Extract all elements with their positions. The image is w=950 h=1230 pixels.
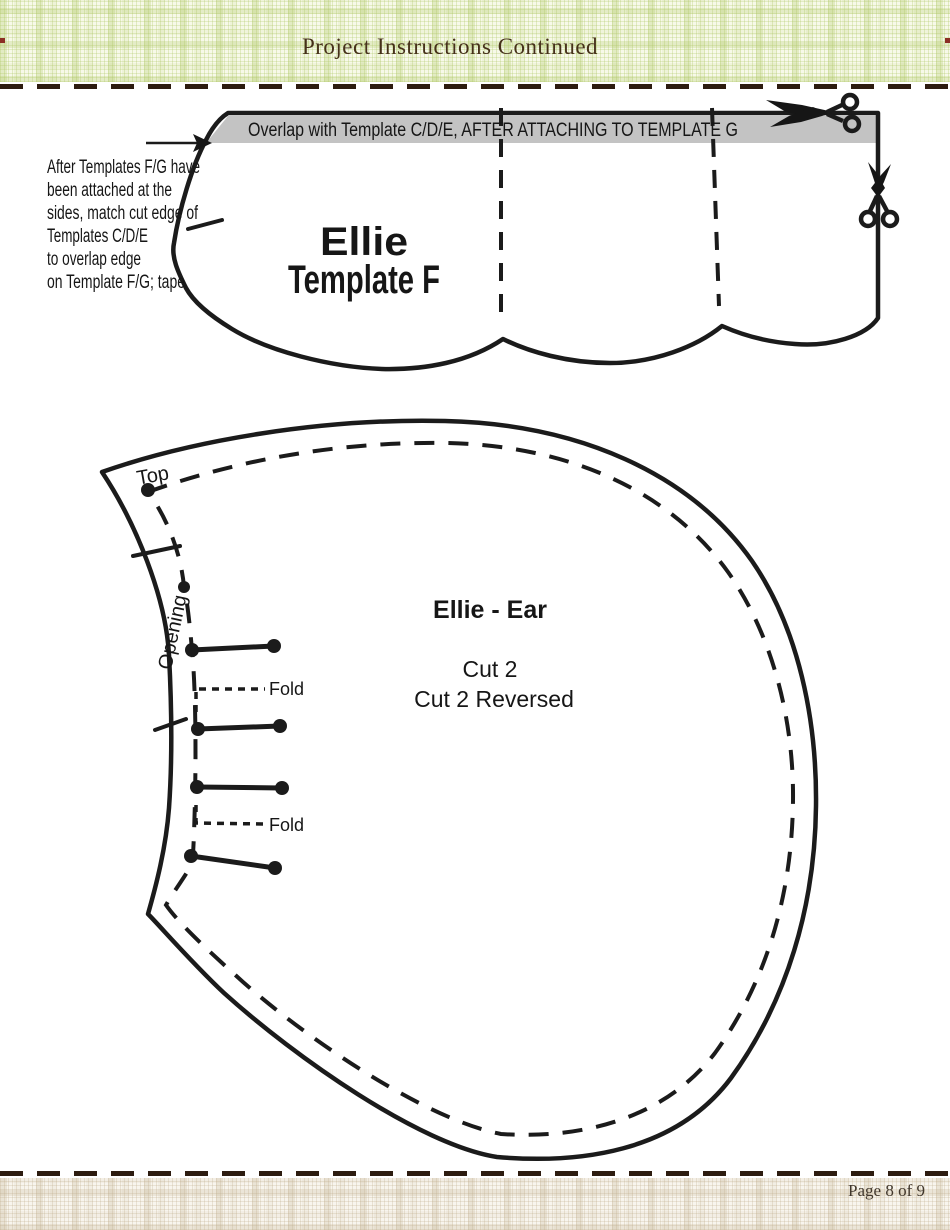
note-arrow-head <box>193 134 212 152</box>
right-edge-mark <box>945 38 950 43</box>
template-f-name-line2: Template F <box>288 258 440 302</box>
note-line-3: sides, match cut edge of <box>47 203 199 224</box>
header-plaid-band <box>0 0 950 82</box>
dart-4 <box>184 849 282 875</box>
ear-template: Ellie - Ear Cut 2 Cut 2 Reversed Top Ope… <box>99 418 819 1162</box>
note-line-1: After Templates F/G have <box>47 157 200 178</box>
scissors-horizontal-icon <box>766 92 862 134</box>
footer-plaid-band <box>0 1178 950 1230</box>
ear-notch-2 <box>153 717 188 732</box>
fold-line-2 <box>194 805 264 826</box>
ear-title: Ellie - Ear <box>433 596 547 624</box>
ear-fold-label-2: Fold <box>269 815 304 835</box>
dart-2 <box>191 719 287 736</box>
note-line-4: Templates C/D/E <box>47 226 148 247</box>
fold-guide-line-2 <box>710 107 721 307</box>
note-line-2: been attached at the <box>47 180 172 201</box>
top-marker-dot <box>141 483 155 497</box>
top-cut-dashed-rule <box>0 84 950 89</box>
note-line-5: to overlap edge <box>47 249 141 270</box>
dart-1 <box>185 639 281 657</box>
dart-3 <box>190 780 289 795</box>
note-line-6: on Template F/G; tape <box>47 272 185 293</box>
page-number: Page 8 of 9 <box>848 1181 925 1200</box>
ear-cut-line1: Cut 2 <box>463 656 518 682</box>
ear-fold-label-1: Fold <box>269 679 304 699</box>
page-title: Project Instructions Continued <box>301 34 599 59</box>
template-f: Overlap with Template C/D/E, AFTER ATTAC… <box>47 92 900 372</box>
ear-notch-1 <box>131 544 182 558</box>
ear-seam-dashed-line <box>146 440 796 1137</box>
fold-line-1 <box>194 687 265 712</box>
attachment-note: After Templates F/G have been attached a… <box>47 134 212 293</box>
template-f-notch <box>186 218 224 231</box>
opening-marker-dot <box>178 581 190 593</box>
overlap-bar <box>206 116 878 143</box>
overlap-bar-label: Overlap with Template C/D/E, AFTER ATTAC… <box>248 120 738 141</box>
template-f-name-line1: Ellie <box>320 220 408 264</box>
scissors-vertical-icon <box>858 162 900 229</box>
bottom-cut-dashed-rule <box>0 1171 950 1176</box>
ear-cut-line2: Cut 2 Reversed <box>414 686 574 712</box>
ear-outline <box>99 418 819 1162</box>
template-f-outline <box>171 110 881 372</box>
left-edge-mark <box>0 38 5 43</box>
